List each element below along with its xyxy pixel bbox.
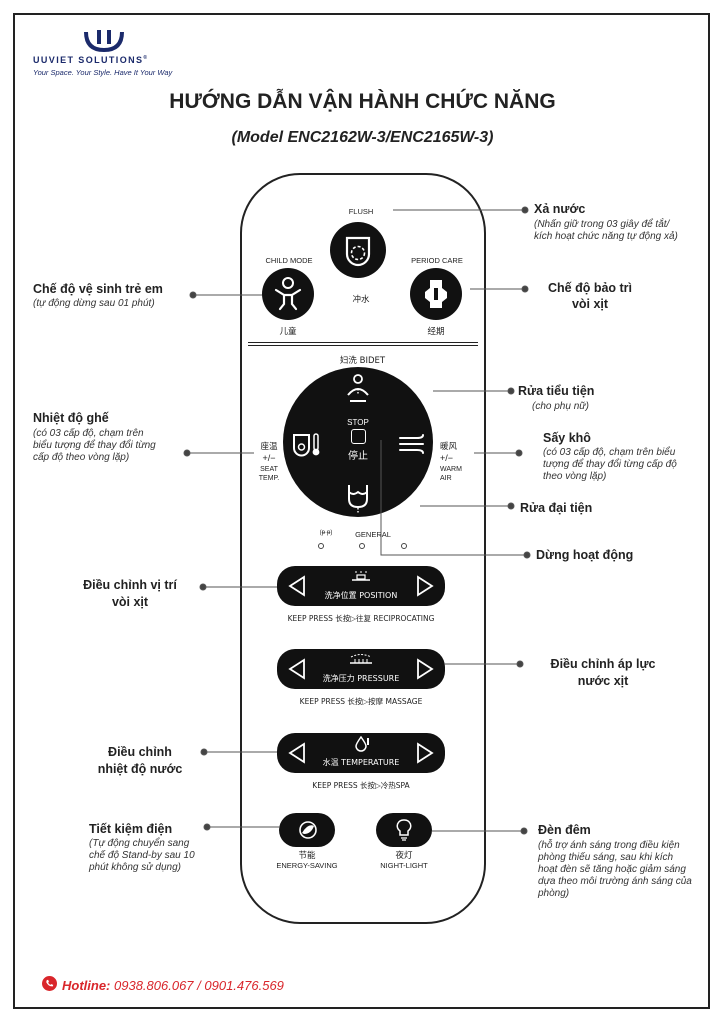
annotation-energy-title: Tiết kiệm điện xyxy=(89,822,173,836)
brand-slogan: Your Space. Your Style. Have It Your Way xyxy=(33,68,173,77)
flush-label: FLUSH xyxy=(348,207,374,216)
pad-icon xyxy=(425,280,447,308)
annotation-energy-desc: (Tự động chuyển sang chế độ Stand-by sau… xyxy=(89,838,195,873)
energy-saving-button[interactable] xyxy=(279,813,335,847)
general-label: GENERAL xyxy=(355,530,391,539)
water-drop-icon xyxy=(355,736,369,752)
temperature-label: 水温 TEMPERATURE xyxy=(322,758,400,767)
annotation-child-title: Chế độ vệ sinh trẻ em xyxy=(33,282,163,296)
water-temperature-control: 水温 TEMPERATURE xyxy=(277,733,445,773)
energy-cn: 节能 xyxy=(298,851,316,861)
annotation-pressure-title: Điều chỉnh áp lực xyxy=(550,657,656,671)
flush-button[interactable] xyxy=(330,222,386,278)
night-cn: 夜灯 xyxy=(395,851,413,861)
seat-temp-icon[interactable] xyxy=(291,430,323,460)
child-mode-button[interactable] xyxy=(262,268,314,320)
position-label: 洗净位置 POSITION xyxy=(324,591,398,600)
lock-label: (ᵽ·ᵽ) xyxy=(319,530,333,536)
annotation-feminine-desc: (cho phụ nữ) xyxy=(532,401,589,412)
seat-temp-cn: 座温 xyxy=(260,442,278,452)
stop-button[interactable]: STOP 停止 xyxy=(343,418,373,473)
seat-temp-pm: +/− xyxy=(262,453,276,463)
pressure-label: 洗净压力 PRESSURE xyxy=(322,674,400,683)
brand-logo-icon xyxy=(84,30,124,52)
page-border xyxy=(13,13,710,1009)
temperature-keep-label: KEEP PRESS 长按▷冷热SPA xyxy=(312,781,410,790)
annotation-child-desc: (tự động dừng sau 01 phút) xyxy=(33,298,155,309)
flush-cn: 冲水 xyxy=(352,295,370,305)
pressure-icon xyxy=(350,654,372,664)
stop-square-icon xyxy=(350,429,366,444)
child-icon xyxy=(274,277,302,311)
arrow-left-icon[interactable] xyxy=(287,658,307,680)
arrow-left-icon[interactable] xyxy=(287,575,307,597)
leaf-globe-icon xyxy=(299,821,317,839)
annotation-maintenance-title2: vòi xịt xyxy=(571,297,609,311)
annotation-night-title: Đèn đêm xyxy=(538,823,591,837)
annotation-position-title2: vòi xịt xyxy=(111,595,149,609)
hotline: Hotline: 0938.806.067 / 0901.476.569 xyxy=(62,978,284,993)
annotation-flush-desc: (Nhấn giữ trong 03 giây để tắt/ kích hoạ… xyxy=(534,219,678,242)
stop-label: STOP xyxy=(347,418,369,427)
period-care-button[interactable] xyxy=(410,268,462,320)
annotation-flush-title: Xả nước xyxy=(534,202,586,216)
seat-temp-en2: TEMP. xyxy=(258,475,280,482)
annotation-seat-title: Nhiệt độ ghế xyxy=(33,411,109,425)
annotation-water-temp-title2: nhiệt độ nước xyxy=(97,762,183,776)
annotation-rear-title: Rửa đại tiện xyxy=(520,501,593,515)
page-title: HƯỚNG DẪN VẬN HÀNH CHỨC NĂNG xyxy=(169,90,556,113)
indicator-dot xyxy=(401,543,407,549)
warm-air-pm: +/− xyxy=(440,453,454,463)
arrow-right-icon[interactable] xyxy=(415,658,435,680)
annotation-night-desc: (hỗ trợ ánh sáng trong điều kiện phòng t… xyxy=(538,840,692,899)
annotation-pressure-title2: nước xịt xyxy=(577,674,629,688)
arrow-left-icon[interactable] xyxy=(287,742,307,764)
night-label: NIGHT-LIGHT xyxy=(380,861,428,870)
warm-air-en2: AIR xyxy=(440,475,452,482)
bidet-label: 妇洗 BIDET xyxy=(339,356,386,366)
child-mode-cn: 儿童 xyxy=(279,327,297,337)
pressure-control: 洗净压力 PRESSURE xyxy=(277,649,445,689)
hotline-label: Hotline: xyxy=(62,978,111,993)
rear-wash-icon[interactable] xyxy=(340,481,376,515)
divider-line xyxy=(248,342,478,346)
arrow-right-icon[interactable] xyxy=(415,575,435,597)
arrow-right-icon[interactable] xyxy=(415,742,435,764)
flush-icon xyxy=(345,236,371,267)
annotation-water-temp-title: Điều chỉnh xyxy=(108,745,172,759)
position-keep-label: KEEP PRESS 长按▷往复 RECIPROCATING xyxy=(287,614,435,623)
warm-air-icon[interactable] xyxy=(397,432,429,456)
period-care-label: PERIOD CARE xyxy=(411,256,463,265)
indicator-dot xyxy=(359,543,365,549)
position-control: 洗净位置 POSITION xyxy=(277,566,445,606)
stop-cn: 停止 xyxy=(348,451,368,462)
energy-label: ENERGY-SAVING xyxy=(276,861,338,870)
night-light-button[interactable] xyxy=(376,813,432,847)
annotation-feminine-title: Rửa tiểu tiện xyxy=(518,384,595,398)
period-care-cn: 经期 xyxy=(427,327,445,337)
annotation-position-title: Điều chỉnh vị trí xyxy=(83,578,177,592)
indicator-dot xyxy=(318,543,324,549)
page-subtitle: (Model ENC2162W-3/ENC2165W-3) xyxy=(231,129,494,146)
annotation-stop-title: Dừng hoạt động xyxy=(536,548,634,562)
brand-name: UUVIET SOLUTIONS® xyxy=(33,55,149,65)
annotation-dry-title: Sấy khô xyxy=(543,431,591,445)
annotation-maintenance-title: Chế độ bảo trì xyxy=(547,281,633,295)
hotline-numbers[interactable]: 0938.806.067 / 0901.476.569 xyxy=(114,978,284,993)
seat-temp-en1: SEAT xyxy=(260,466,278,473)
bulb-icon xyxy=(396,819,412,841)
pressure-keep-label: KEEP PRESS 长按▷按摩 MASSAGE xyxy=(299,697,423,706)
warm-air-en1: WARM xyxy=(440,466,462,473)
bidet-icon[interactable] xyxy=(340,371,376,407)
warm-air-cn: 暖风 xyxy=(440,442,458,452)
annotation-seat-desc: (có 03 cấp độ, chạm trên biểu tượng để t… xyxy=(33,428,156,463)
nozzle-position-icon xyxy=(352,571,370,581)
phone-icon xyxy=(42,976,57,991)
annotation-dry-desc: (có 03 cấp độ, chạm trên biểu tượng để t… xyxy=(543,447,677,482)
child-mode-label: CHILD MODE xyxy=(265,256,313,265)
